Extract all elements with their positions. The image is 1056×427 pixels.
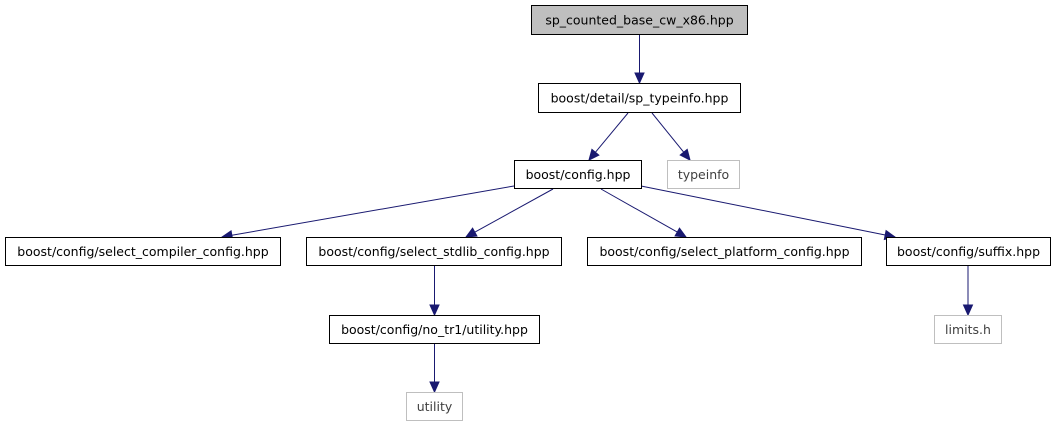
node-limits-h: limits.h [934, 315, 1002, 344]
edge-suffix-to-limits [962, 266, 974, 317]
edge-sp-typeinfo-to-config [588, 112, 629, 161]
svg-text:boost/config.hpp: boost/config.hpp [526, 167, 631, 182]
arrowhead-icon [429, 304, 440, 317]
svg-text:boost/config/select_compiler_c: boost/config/select_compiler_config.hpp [17, 244, 268, 259]
edge-line [595, 112, 629, 153]
edge-sp-typeinfo-to-typeinfo [651, 112, 691, 161]
node-typeinfo: typeinfo [667, 160, 740, 189]
edge-line [474, 188, 554, 233]
svg-text:boost/config/select_stdlib_con: boost/config/select_stdlib_config.hpp [318, 244, 549, 259]
arrowhead-icon [464, 227, 478, 238]
edge-line [231, 185, 515, 236]
svg-text:typeinfo: typeinfo [678, 167, 729, 182]
arrowhead-icon [429, 381, 440, 394]
svg-text:limits.h: limits.h [945, 322, 991, 337]
edge-select-stdlib-to-no-tr1-utility [429, 266, 440, 317]
node-config-suffix[interactable]: boost/config/suffix.hpp [886, 237, 1051, 266]
svg-text:sp_counted_base_cw_x86.hpp: sp_counted_base_cw_x86.hpp [545, 13, 733, 28]
arrowhead-icon [588, 148, 600, 161]
node-utility: utility [406, 392, 463, 421]
svg-text:boost/detail/sp_typeinfo.hpp: boost/detail/sp_typeinfo.hpp [551, 91, 729, 106]
node-select-platform-config[interactable]: boost/config/select_platform_config.hpp [587, 237, 862, 266]
svg-text:utility: utility [417, 399, 453, 414]
edge-config-to-select-platform [600, 188, 688, 238]
svg-text:boost/config/suffix.hpp: boost/config/suffix.hpp [897, 244, 1040, 259]
edge-line [600, 188, 678, 233]
svg-text:boost/config/select_platform_c: boost/config/select_platform_config.hpp [599, 244, 849, 259]
node-select-stdlib-config[interactable]: boost/config/select_stdlib_config.hpp [306, 237, 562, 266]
node-boost-config[interactable]: boost/config.hpp [514, 160, 642, 189]
arrowhead-icon [962, 304, 974, 317]
arrowhead-icon [634, 72, 645, 85]
edge-no-tr1-utility-to-utility [429, 344, 440, 394]
node-no-tr1-utility[interactable]: boost/config/no_tr1/utility.hpp [329, 315, 540, 344]
svg-text:boost/config/no_tr1/utility.hp: boost/config/no_tr1/utility.hpp [341, 322, 528, 337]
node-select-compiler-config[interactable]: boost/config/select_compiler_config.hpp [5, 237, 281, 266]
arrowhead-icon [674, 227, 688, 238]
arrowhead-icon [679, 148, 691, 161]
node-sp-typeinfo[interactable]: boost/detail/sp_typeinfo.hpp [538, 83, 741, 113]
edge-root-to-sp-typeinfo [634, 35, 645, 85]
edge-config-to-select-stdlib [464, 188, 554, 238]
node-sp-counted-base-cw-x86[interactable]: sp_counted_base_cw_x86.hpp [531, 5, 748, 35]
edge-line [640, 185, 886, 236]
edge-line [651, 112, 685, 153]
